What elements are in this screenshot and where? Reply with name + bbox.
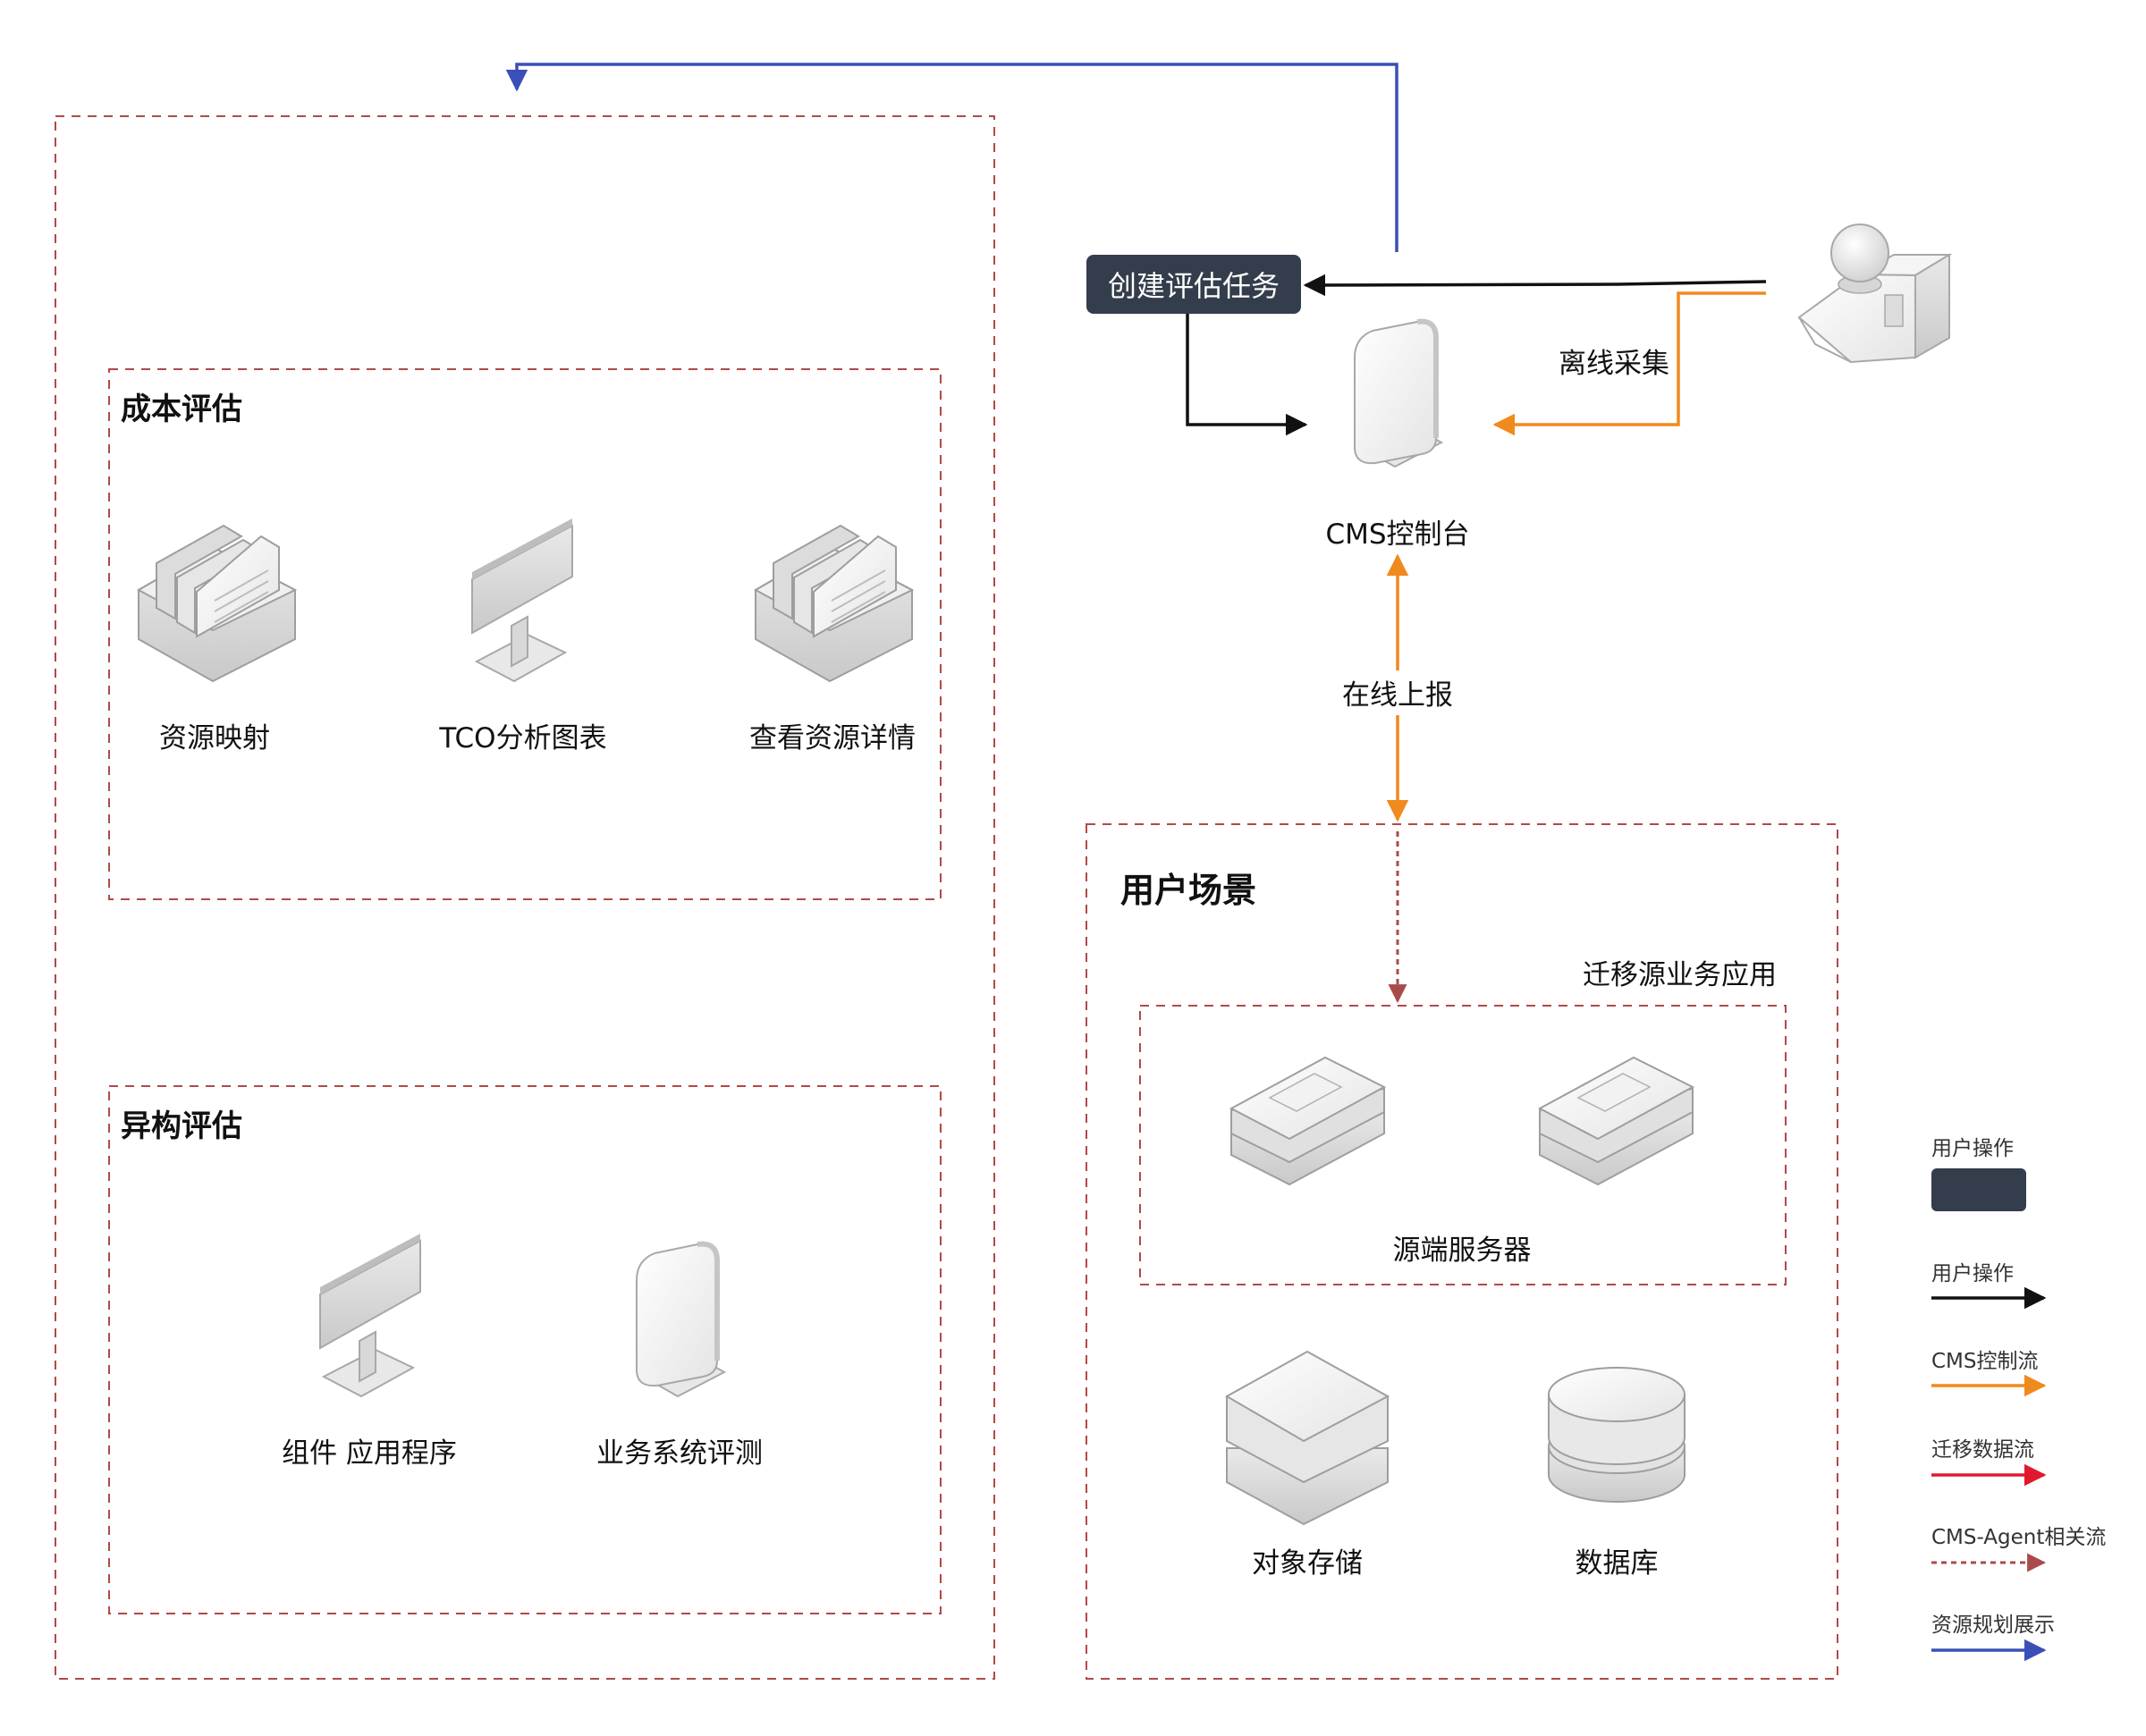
database-label: 数据库 — [1575, 1547, 1659, 1580]
source-server-2-icon — [1537, 1056, 1695, 1186]
resource-mapping-label: 资源映射 — [159, 722, 270, 754]
user-scene-title: 用户场景 — [1120, 871, 1257, 910]
resource-detail-label: 查看资源详情 — [749, 722, 916, 754]
offline-collect-edge — [1492, 291, 1766, 436]
create-assessment-task-button[interactable]: 创建评估任务 — [1086, 255, 1301, 314]
hetero-assessment-group — [108, 1085, 942, 1614]
business-eval-terminal-icon — [636, 1241, 727, 1398]
object-storage-label: 对象存储 — [1252, 1547, 1363, 1580]
console-label: CMS控制台 — [1325, 518, 1470, 551]
user-scene-group — [1086, 823, 1838, 1680]
legend-migration-data-label: 迁移数据流 — [1931, 1438, 2034, 1462]
online-report-label: 在线上报 — [1339, 672, 1457, 712]
component-app-label: 组件 应用程序 — [282, 1437, 457, 1470]
source-servers-label: 源端服务器 — [1392, 1235, 1532, 1267]
source-app-group — [1139, 1005, 1787, 1285]
source-server-1-icon — [1229, 1056, 1387, 1186]
user-icon — [1797, 223, 1953, 364]
cost-assessment-title: 成本评估 — [121, 392, 242, 427]
resource-detail-icon — [753, 524, 915, 683]
legend-cms-control-label: CMS控制流 — [1931, 1350, 2039, 1373]
cost-assessment-group — [108, 368, 942, 900]
legend-agent-flow-label: CMS-Agent相关流 — [1931, 1526, 2107, 1549]
tco-chart-monitor-icon — [471, 518, 573, 683]
console-terminal-icon — [1354, 318, 1444, 468]
database-icon — [1548, 1367, 1686, 1503]
tco-chart-label: TCO分析图表 — [439, 722, 607, 754]
legend-user-op-box — [1931, 1168, 2026, 1211]
resource-mapping-icon — [136, 524, 298, 683]
legend-user-op-arrow-label: 用户操作 — [1931, 1262, 2014, 1285]
assessment-outer-group — [55, 115, 995, 1680]
hetero-assessment-title: 异构评估 — [121, 1108, 242, 1144]
source-app-group-label: 迁移源业务应用 — [1583, 959, 1777, 991]
offline-collect-label: 离线采集 — [1559, 348, 1669, 380]
business-eval-label: 业务系统评测 — [596, 1437, 763, 1470]
resource-display-edge — [505, 63, 1398, 252]
legend-resource-display-label: 资源规划展示 — [1931, 1614, 2055, 1637]
user-create-task-edge — [1303, 274, 1767, 297]
legend-user-op-box-label: 用户操作 — [1931, 1137, 2014, 1160]
task-to-console-edge — [1186, 313, 1308, 436]
object-storage-icon — [1224, 1350, 1390, 1526]
component-app-monitor-icon — [319, 1234, 421, 1398]
